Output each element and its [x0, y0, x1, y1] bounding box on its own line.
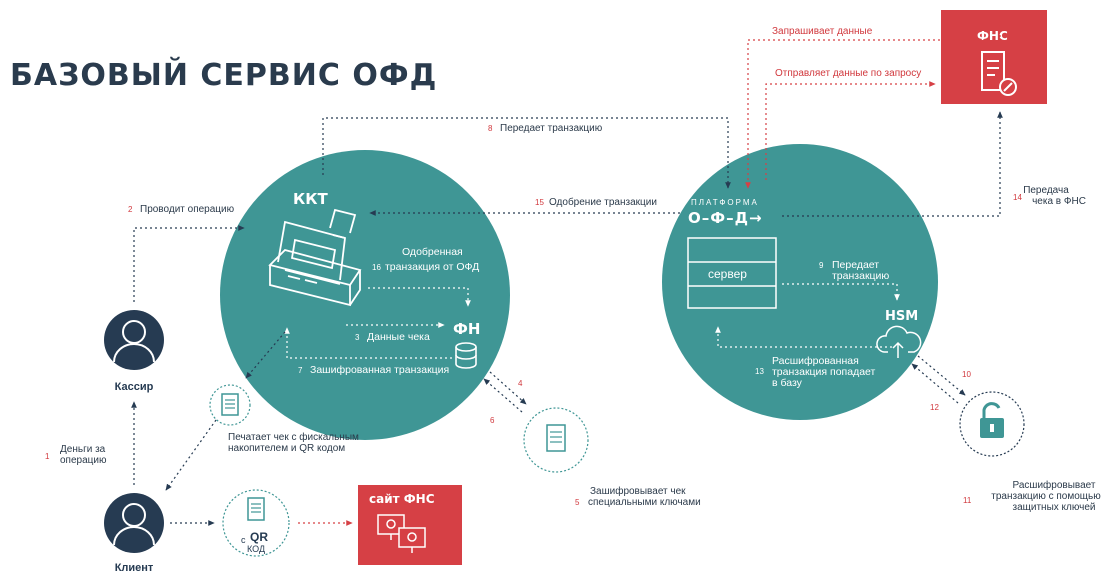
step-6-num: 6	[490, 416, 495, 425]
receipt-to-client-arrow	[165, 419, 217, 491]
approved-line1: Одобренная	[402, 246, 463, 258]
site-fns-label: сайт ФНС	[369, 492, 435, 506]
fn-label: ФН	[453, 320, 480, 338]
decrypted-line1: Расшифрованная	[772, 355, 859, 367]
cloud-icon	[876, 325, 922, 358]
hsm-label: HSM	[885, 309, 918, 324]
step-3-num: 3	[355, 333, 360, 342]
step-5-line1: Зашифровывает чек	[590, 485, 686, 497]
pass-line2: транзакцию	[832, 270, 889, 282]
document-percent-icon	[981, 51, 1017, 96]
step-14-num: 14	[1013, 193, 1022, 202]
qr-text: QR	[250, 530, 268, 544]
server-box	[687, 237, 777, 309]
step-12-num: 12	[930, 403, 939, 412]
step-5-line2: специальными ключами	[588, 497, 701, 508]
qr-kod: КОД	[247, 544, 265, 554]
print-arrow	[245, 331, 286, 379]
step-1-line1: Деньги за	[60, 444, 106, 455]
step-9-num: 9	[819, 261, 824, 270]
step-11-line3: защитных ключей	[1013, 502, 1096, 513]
step-15-text: Одобрение транзакции	[549, 196, 657, 208]
step-11-num: 11	[963, 496, 972, 505]
cashier-label: Кассир	[115, 381, 154, 393]
send-arrow	[765, 81, 936, 180]
kkt-label: ККТ	[293, 190, 329, 208]
step-7-num: 7	[298, 366, 303, 375]
page-title: БАЗОВЫЙ СЕРВИС ОФД	[10, 57, 437, 93]
approved-line2: транзакция от ОФД	[385, 261, 479, 273]
step-4-num: 4	[518, 379, 523, 388]
step-8-arrow	[322, 117, 731, 189]
receipt-print-icon	[209, 384, 251, 426]
step-11-line1: Расшифровывает	[1013, 479, 1096, 491]
cash-register-icon	[268, 208, 362, 307]
fns-box	[941, 10, 1047, 104]
pass-arrow	[782, 283, 900, 301]
request-arrow	[745, 10, 1001, 189]
fn-storage-icon	[455, 342, 477, 369]
step-16-num: 16	[372, 263, 381, 272]
step-11-line2: транзакцию с помощью	[991, 491, 1101, 502]
qr-receipt-icon	[222, 489, 290, 557]
qr-prefix: с	[241, 535, 246, 545]
client-avatar	[104, 493, 164, 553]
step-15-num: 15	[535, 198, 544, 207]
step-14-line2: чека в ФНС	[1032, 196, 1086, 207]
step-8-num: 8	[488, 124, 493, 133]
print-line2: накопителем и QR кодом	[228, 443, 345, 454]
decrypted-line3: в базу	[772, 377, 803, 389]
encrypted-receipt-icon	[523, 407, 589, 473]
step-10-arrow	[917, 355, 966, 396]
send-text: Отправляет данные по запросу	[775, 68, 921, 79]
encrypted-arrow	[284, 327, 452, 359]
step-2-num: 2	[128, 205, 133, 214]
step-2-text: Проводит операцию	[140, 204, 235, 215]
fns-label: ФНС	[977, 29, 1008, 43]
kkt-circle	[220, 150, 510, 440]
step-6-arrow	[483, 378, 523, 413]
print-line1: Печатает чек с фискальным	[228, 431, 359, 443]
step-1-num: 1	[45, 452, 50, 461]
data-text: Данные чека	[367, 331, 430, 343]
site-fns-box	[358, 485, 462, 565]
step-12-arrow	[911, 363, 959, 404]
platform-logo: О–Ф–Д→	[688, 209, 763, 227]
step-1-line2: операцию	[60, 455, 107, 466]
monitors-icon	[377, 514, 426, 553]
step-10-num: 10	[962, 370, 971, 379]
cashier-avatar	[104, 310, 164, 370]
pass-line1: Передает	[832, 259, 879, 271]
platform-top-label: ПЛАТФОРМА	[691, 198, 759, 207]
step-8-text: Передает транзакцию	[500, 123, 603, 134]
step-13-num: 13	[755, 367, 764, 376]
lock-icon	[959, 391, 1025, 457]
step-4-arrow	[489, 371, 527, 405]
approved-arrow	[368, 287, 471, 307]
step-14-line1: Передача	[1023, 185, 1069, 196]
request-text: Запрашивает данные	[772, 26, 873, 37]
decrypted-line2: транзакция попадает	[772, 366, 876, 378]
encrypted-text: Зашифрованная транзакция	[310, 364, 449, 376]
step-5-num: 5	[575, 498, 580, 507]
platform-circle	[662, 144, 938, 420]
server-label: сервер	[708, 267, 747, 281]
client-label: Клиент	[115, 562, 154, 571]
